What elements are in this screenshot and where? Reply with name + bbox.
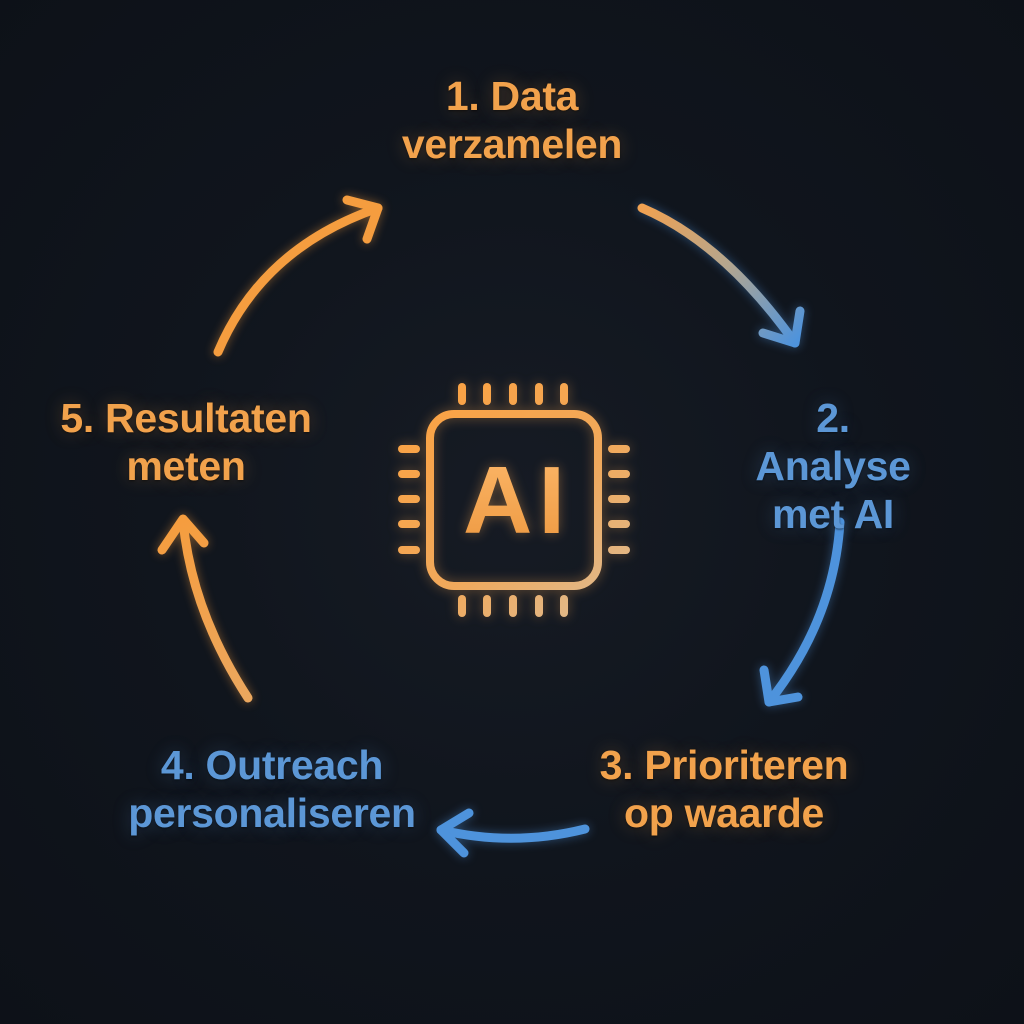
- chip-pins: [398, 383, 630, 617]
- step-label-5: 5. Resultaten meten: [60, 395, 312, 489]
- arrow-2-to-3: [759, 517, 845, 707]
- arrow-5-to-1: [213, 195, 383, 357]
- arrow-4-to-5: [157, 514, 253, 703]
- step-label-3: 3. Prioriteren op waarde: [599, 742, 849, 836]
- arrow-3-to-4: [436, 808, 590, 858]
- chip-label: AI: [463, 447, 571, 554]
- ai-chip-icon: AI: [398, 383, 630, 617]
- step-label-4: 4. Outreach personaliseren: [128, 742, 416, 836]
- step-label-1: 1. Data verzamelen: [401, 73, 623, 167]
- step-label-2: 2. Analyse met AI: [755, 395, 911, 537]
- arrow-1-to-2: [637, 203, 805, 348]
